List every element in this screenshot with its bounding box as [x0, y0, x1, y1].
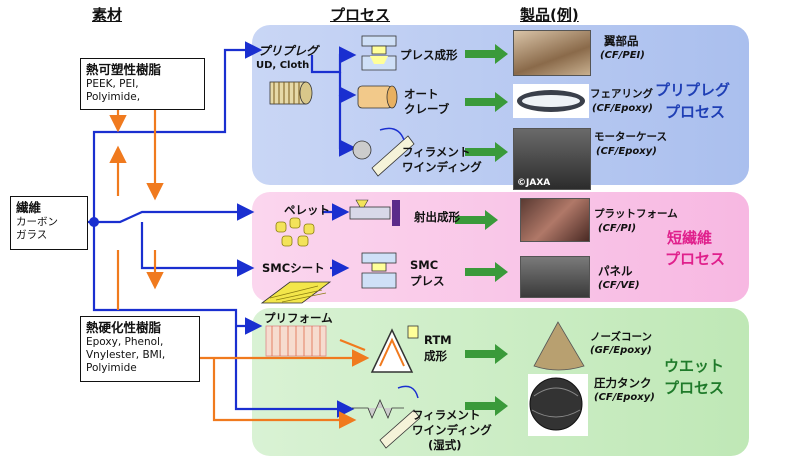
smc-sheet-label: SMCシート [262, 261, 325, 275]
product-material: (CF/PEI) [600, 50, 645, 61]
product-material: (GF/Epoxy) [590, 345, 652, 356]
fiber-title: 繊維 [16, 200, 42, 215]
smc-press-icon [361, 252, 397, 289]
prepreg-process-title: プロセス [665, 103, 726, 121]
press-label: プレス成形 [400, 48, 458, 62]
panel-photo [520, 256, 590, 298]
product-material: (CF/Epoxy) [594, 392, 655, 403]
autoclave-label: オート [404, 87, 439, 101]
preform-label: プリフォーム [264, 311, 333, 325]
product-name: モーターケース [594, 131, 667, 143]
injection-label: 射出成形 [414, 210, 460, 224]
autoclave-label: クレーブ [404, 102, 450, 116]
rtm-icon [370, 325, 419, 373]
fiber-line: ガラス [16, 229, 48, 241]
filament-winding-label: フィラメント [402, 145, 471, 159]
prepreg-label: プリプレグ [258, 44, 319, 58]
wet-process-title: ウエット [664, 357, 725, 375]
thermoset-title: 熱硬化性樹脂 [86, 320, 162, 335]
filament-winding-label: ワインディング [402, 160, 482, 174]
wing-part-photo [513, 30, 591, 76]
junction-dot [89, 217, 99, 227]
filament-winding-icon [352, 127, 415, 177]
fiber-box: 繊維 カーボン ガラス [10, 196, 88, 250]
short-fiber-process-title: 短繊維 [667, 229, 713, 247]
product-name: フェアリング [590, 88, 653, 100]
product-material: (CF/Epoxy) [592, 103, 653, 114]
thermoset-resin-box: 熱硬化性樹脂 Epoxy, Phenol, Vnylester, BMI, Po… [80, 316, 200, 382]
motor-case-photo: ©JAXA [513, 128, 591, 190]
thermoset-line: Polyimide [86, 362, 137, 374]
product-name: 圧力タンク [594, 376, 652, 390]
press-icon [361, 35, 397, 71]
product-material: (CF/VE) [598, 280, 640, 291]
wet-fw-label: (湿式) [428, 438, 462, 452]
wet-process-panel [252, 308, 749, 456]
smc-press-label: SMC [410, 258, 439, 272]
product-name: ノーズコーン [590, 331, 652, 343]
fairing-photo [513, 84, 589, 118]
injection-molding-icon [349, 199, 400, 226]
process-header: プロセス [330, 6, 391, 24]
wet-fw-label: フィラメント [412, 408, 481, 422]
prepreg-sub: UD, Cloth [256, 60, 310, 71]
product-name: パネル [598, 264, 633, 278]
nose-cone-photo [533, 321, 585, 371]
thermoplastic-line: PEEK, PEI, [86, 78, 139, 90]
platform-photo [520, 198, 590, 242]
autoclave-icon [357, 85, 398, 109]
thermoset-line: Vnylester, BMI, [86, 349, 166, 361]
product-material: (CF/Epoxy) [596, 146, 657, 157]
product-name: 翼部品 [604, 34, 639, 48]
wet-fw-label: ワインディング [412, 423, 492, 437]
smc-press-label: プレス [410, 274, 445, 288]
jaxa-credit: ©JAXA [517, 178, 551, 188]
product-name: プラットフォーム [594, 208, 678, 220]
thermoplastic-resin-box: 熱可塑性樹脂 PEEK, PEI, Polyimide, [80, 58, 205, 110]
pellet-label: ペレット [284, 203, 330, 217]
rtm-label: 成形 [424, 349, 447, 363]
wet-process-title: プロセス [664, 379, 725, 397]
pressure-tank-photo [528, 374, 588, 436]
products-header: 製品(例) [520, 6, 579, 24]
product-material: (CF/PI) [598, 223, 637, 234]
materials-header: 素材 [92, 6, 123, 24]
thermoplastic-title: 熱可塑性樹脂 [86, 62, 162, 77]
short-fiber-process-title: プロセス [665, 250, 726, 268]
prepreg-process-title: プリプレグ [655, 81, 731, 99]
thermoplastic-line: Polyimide, [86, 91, 141, 103]
wet-filament-winding-icon [352, 385, 421, 449]
thermoset-line: Epoxy, Phenol, [86, 336, 164, 348]
rtm-label: RTM [424, 333, 452, 347]
fiber-line: カーボン [16, 216, 58, 228]
